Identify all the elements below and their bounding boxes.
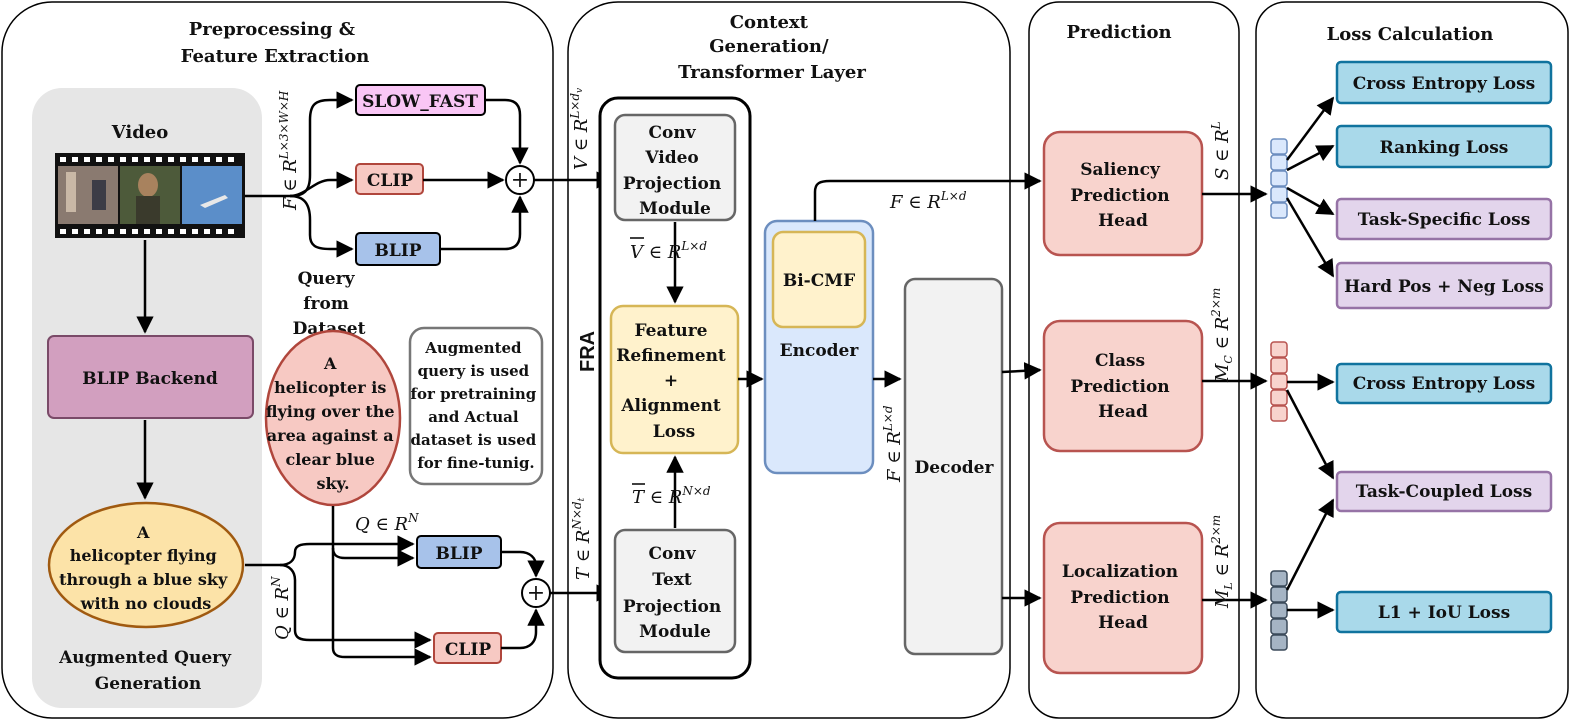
class-output-dim-label: MC ∈ R2×m	[1209, 288, 1235, 383]
bicmf-box	[771, 230, 867, 329]
saliency-output-dim-label: S ∈ RL	[1209, 121, 1233, 180]
ranking-loss-label: Ranking Loss	[1380, 138, 1509, 158]
video-input-dim-label: F ∈ RL×3×W×H	[277, 90, 301, 211]
augmentation-note-box	[408, 326, 544, 486]
ranking-loss-box	[1335, 124, 1553, 169]
augmented-query-text: A helicopter flying through a blue sky w…	[59, 523, 233, 613]
encoder-output-dim-label: F ∈ RL×d	[889, 189, 967, 213]
dataset-query-title: Query from Dataset	[293, 269, 366, 339]
vbar-dim-label: V ∈ RL×d	[630, 239, 707, 263]
query-dim-label-side: Q ∈ RN	[269, 576, 293, 640]
localization-head-box	[1042, 521, 1204, 675]
context-title: Context Generation/ Transformer Layer	[678, 12, 866, 83]
feature-refinement-label: Feature Refinement + Alignment Loss	[616, 321, 731, 442]
l1-iou-loss-box	[1335, 590, 1553, 634]
prediction-title: Prediction	[1066, 22, 1171, 43]
preprocessing-title: Preprocessing & Feature Extraction	[181, 19, 370, 67]
blip-label-top: BLIP	[374, 241, 421, 261]
cross-entropy-loss-box-2	[1335, 362, 1553, 405]
clip-label-top: CLIP	[367, 171, 413, 191]
decoder-label: Decoder	[915, 458, 995, 478]
hard-pos-neg-loss-label: Hard Pos + Neg Loss	[1344, 277, 1544, 297]
blip-label-bottom: BLIP	[435, 544, 482, 564]
query-dim-label-top: Q ∈ RN	[355, 511, 419, 535]
conv-text-projection-box	[613, 528, 737, 654]
bicmf-label: Bi-CMF	[783, 271, 855, 291]
video-label: Video	[111, 122, 169, 143]
saliency-token-stack	[1270, 138, 1288, 219]
clip-label-bottom: CLIP	[445, 640, 491, 660]
blip-backend-label: BLIP Backend	[82, 369, 218, 389]
loss-panel	[1255, 1, 1569, 719]
fra-label: FRA	[577, 331, 599, 372]
task-coupled-loss-box	[1335, 470, 1553, 513]
loss-title: Loss Calculation	[1327, 24, 1494, 45]
task-specific-loss-box	[1335, 197, 1553, 241]
dataset-query-ellipse	[264, 329, 402, 507]
conv-text-projection-label: Conv Text Projection Module	[623, 544, 727, 642]
augmented-query-ellipse	[47, 501, 245, 629]
saliency-head-label: Saliency Prediction Head	[1070, 160, 1175, 231]
blip-backend-box	[47, 335, 254, 419]
class-head-label: Class Prediction Head	[1070, 351, 1175, 422]
video-sum-symbol: +	[511, 168, 529, 193]
localization-token-stack	[1270, 570, 1288, 651]
text-feature-dim-label: T ∈ RN×dt	[570, 497, 594, 580]
text-sum-symbol: +	[527, 581, 545, 606]
video-film-strip	[55, 153, 245, 238]
class-head-box	[1042, 319, 1204, 453]
decoder-input-dim-label: F ∈ RL×d	[881, 405, 905, 483]
task-coupled-loss-label: Task-Coupled Loss	[1356, 482, 1532, 502]
augmented-query-caption: Augmented Query Generation	[58, 648, 237, 694]
localization-head-label: Localization Prediction Head	[1062, 562, 1184, 633]
conv-video-projection-box	[613, 113, 737, 222]
hard-pos-neg-loss-box	[1335, 261, 1553, 310]
decoder-box	[903, 277, 1004, 656]
video-feature-dim-label: V ∈ RL×dv	[568, 88, 592, 170]
localization-output-dim-label: ML ∈ R2×m	[1209, 515, 1235, 609]
conv-video-projection-label: Conv Video Projection Module	[623, 123, 727, 219]
video-frame-3	[182, 166, 242, 224]
cross-entropy-loss-label-1: Cross Entropy Loss	[1353, 74, 1535, 94]
class-token-stack	[1270, 341, 1288, 422]
encoder-label: Encoder	[780, 341, 860, 361]
task-specific-loss-label: Task-Specific Loss	[1358, 210, 1531, 230]
tbar-dim-label: T ∈ RN×d	[632, 484, 711, 508]
cross-entropy-loss-box-1	[1335, 60, 1553, 105]
augmentation-note-text: Augmented query is used for pretraining …	[411, 339, 542, 472]
cross-entropy-loss-label-2: Cross Entropy Loss	[1353, 374, 1535, 394]
slowfast-label: SLOW_FAST	[362, 92, 478, 112]
l1-iou-loss-label: L1 + IoU Loss	[1378, 603, 1510, 623]
dataset-query-text: A helicopter is flying over the area aga…	[266, 354, 400, 493]
